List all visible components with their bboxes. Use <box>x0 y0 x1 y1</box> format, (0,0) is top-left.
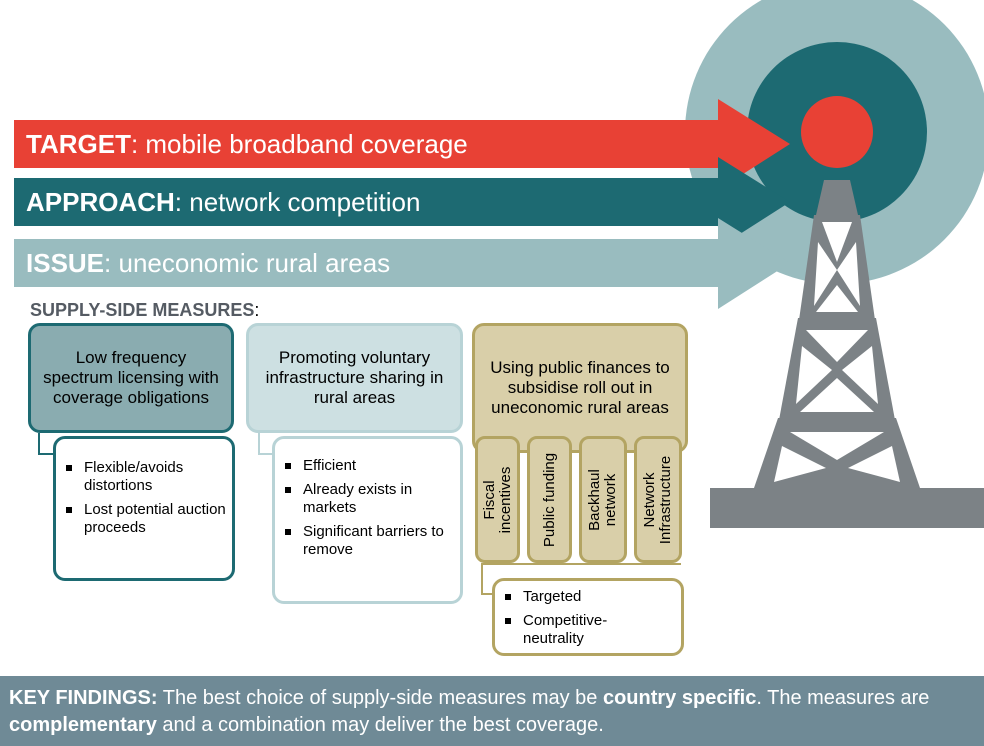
list-item: Efficient <box>275 457 460 475</box>
measure-spectrum-licensing-label: Low frequency spectrum licensing with co… <box>43 348 219 407</box>
option-network-infrastructure: Network Infrastructure <box>634 436 682 563</box>
issue-label: ISSUE: uneconomic rural areas <box>26 248 390 278</box>
measure-spectrum-licensing-points: Flexible/avoids distortions Lost potenti… <box>53 436 235 581</box>
option-backhaul-network: Backhaul network <box>579 436 627 563</box>
key-findings-text-2: . The measures are <box>756 687 930 709</box>
connector-3 <box>481 563 495 595</box>
option-fiscal-incentives-label: Fiscal incentives <box>480 466 514 533</box>
measure-public-finances-points: Targeted Competitive-neutrality <box>492 578 684 656</box>
target-label: TARGET: mobile broadband coverage <box>26 129 468 159</box>
target-label-bold: TARGET <box>26 129 131 159</box>
bullseye <box>801 96 873 168</box>
tower-icon <box>710 180 984 528</box>
issue-arrow <box>14 218 790 309</box>
connector-1 <box>38 433 56 455</box>
key-findings-text-3: and a combination may deliver the best c… <box>156 714 604 736</box>
option-backhaul-network-label: Backhaul network <box>586 468 619 531</box>
measure-public-finances: Using public finances to subsidise roll … <box>472 323 688 453</box>
option-public-funding-label: Public funding <box>540 452 558 547</box>
target-arrow <box>14 99 790 190</box>
issue-label-rest: : uneconomic rural areas <box>104 248 391 278</box>
list-item: Flexible/avoids distortions <box>56 459 232 495</box>
measure-public-finances-label: Using public finances to subsidise roll … <box>490 358 670 417</box>
list-item: Targeted <box>495 588 681 606</box>
supply-side-title-colon: : <box>254 300 260 320</box>
measure-infrastructure-sharing-label: Promoting voluntary infrastructure shari… <box>265 348 444 407</box>
measure-infrastructure-sharing-points: Efficient Already exists in markets Sign… <box>272 436 463 604</box>
approach-label: APPROACH: network competition <box>26 187 420 217</box>
approach-arrow <box>14 157 790 248</box>
option-network-infrastructure-label: Network Infrastructure <box>641 455 674 544</box>
option-public-funding: Public funding <box>527 436 572 563</box>
list-item: Competitive-neutrality <box>495 612 633 648</box>
measure-infrastructure-sharing: Promoting voluntary infrastructure shari… <box>246 323 463 433</box>
connector-2 <box>258 433 275 455</box>
supply-side-title-text: SUPPLY-SIDE MEASURES <box>30 300 255 320</box>
approach-label-bold: APPROACH <box>26 187 175 217</box>
measure-spectrum-licensing: Low frequency spectrum licensing with co… <box>28 323 234 433</box>
supply-side-title: SUPPLY-SIDE MEASURES: <box>30 300 259 321</box>
key-findings-bold-2: complementary <box>9 714 157 736</box>
list-item: Lost potential auction proceeds <box>56 501 232 537</box>
list-item: Already exists in markets <box>275 481 460 517</box>
list-item: Significant barriers to remove <box>275 523 460 559</box>
key-findings-lead: KEY FINDINGS: <box>9 687 158 709</box>
issue-label-bold: ISSUE <box>26 248 105 278</box>
target-label-rest: : mobile broadband coverage <box>130 129 468 159</box>
key-findings-bold-1: country specific <box>602 687 757 709</box>
option-fiscal-incentives: Fiscal incentives <box>475 436 520 563</box>
key-findings-text-1: The best choice of supply-side measures … <box>157 687 603 709</box>
approach-label-rest: : network competition <box>174 187 421 217</box>
connector-3-bar <box>481 563 681 575</box>
key-findings: KEY FINDINGS: The best choice of supply-… <box>0 676 984 746</box>
